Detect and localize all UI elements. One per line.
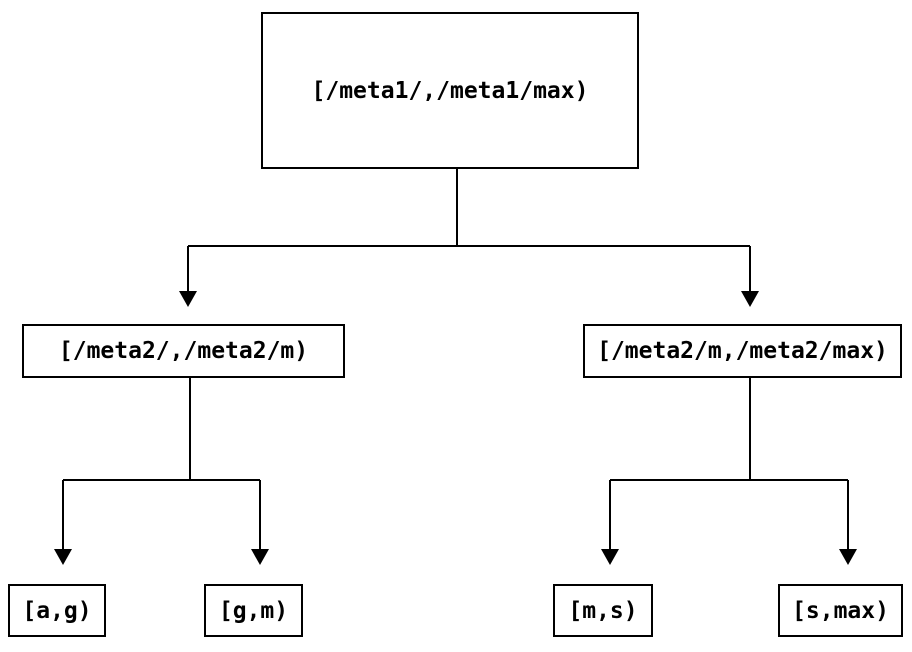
node-leaf-gm-label: [g,m) [218, 597, 289, 624]
node-meta2-high-range-label: [/meta2/m,/meta2/max) [597, 338, 888, 364]
arrowhead-meta2-low [179, 291, 197, 307]
node-meta2-low-range-label: [/meta2/,/meta2/m) [58, 338, 309, 364]
arrowhead-meta2-high [741, 291, 759, 307]
arrowhead-leaf-smax [839, 549, 857, 565]
node-leaf-ms: [m,s) [553, 584, 653, 637]
node-leaf-ag-label: [a,g) [22, 597, 92, 624]
arrowhead-leaf-ms [601, 549, 619, 565]
node-meta1-range-label: [/meta1/,/meta1/max) [311, 77, 589, 104]
arrowhead-leaf-gm [251, 549, 269, 565]
node-meta2-low-range: [/meta2/,/meta2/m) [22, 324, 345, 378]
node-meta1-range: [/meta1/,/meta1/max) [261, 12, 639, 169]
node-meta2-high-range: [/meta2/m,/meta2/max) [583, 324, 902, 378]
node-leaf-smax-label: [s,max) [792, 597, 889, 624]
node-leaf-gm: [g,m) [204, 584, 303, 637]
arrowhead-leaf-ag [54, 549, 72, 565]
node-leaf-smax: [s,max) [778, 584, 903, 637]
node-leaf-ag: [a,g) [8, 584, 106, 637]
node-leaf-ms-label: [m,s) [568, 597, 638, 624]
